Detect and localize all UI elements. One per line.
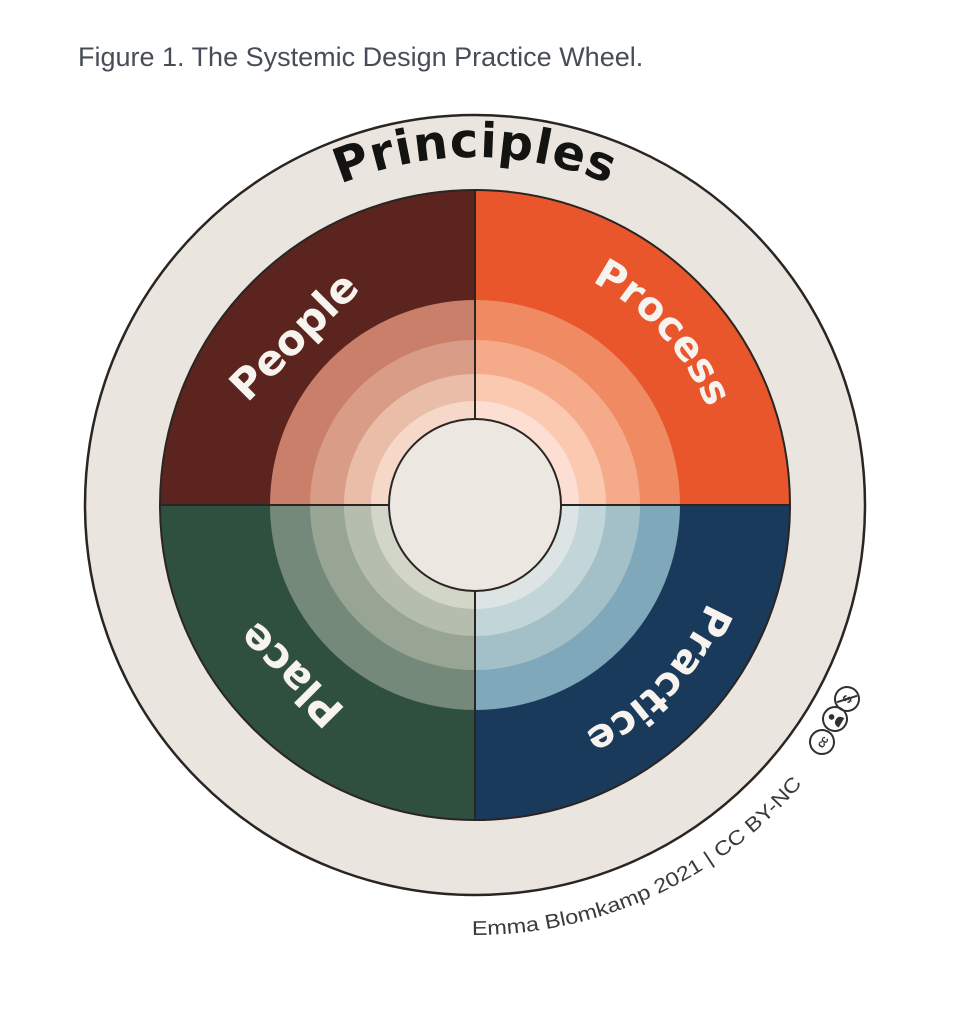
systemic-design-practice-wheel: Principles Process Practice People Place… — [83, 113, 867, 940]
by-icon-head — [828, 714, 835, 720]
figure-caption: Figure 1. The Systemic Design Practice W… — [78, 42, 644, 72]
center-circle — [388, 418, 562, 592]
quadrant-dividers — [160, 190, 790, 820]
by-icon-body — [834, 716, 845, 728]
cc-license-icons: cc $ — [809, 686, 860, 755]
nc-dollar-slash-icon: $ — [834, 686, 860, 712]
nc-icon-slash — [836, 694, 858, 704]
cc-icon-glyph: cc — [815, 734, 832, 751]
nc-icon-circle — [834, 686, 860, 712]
cc-icon-circle — [809, 729, 835, 755]
